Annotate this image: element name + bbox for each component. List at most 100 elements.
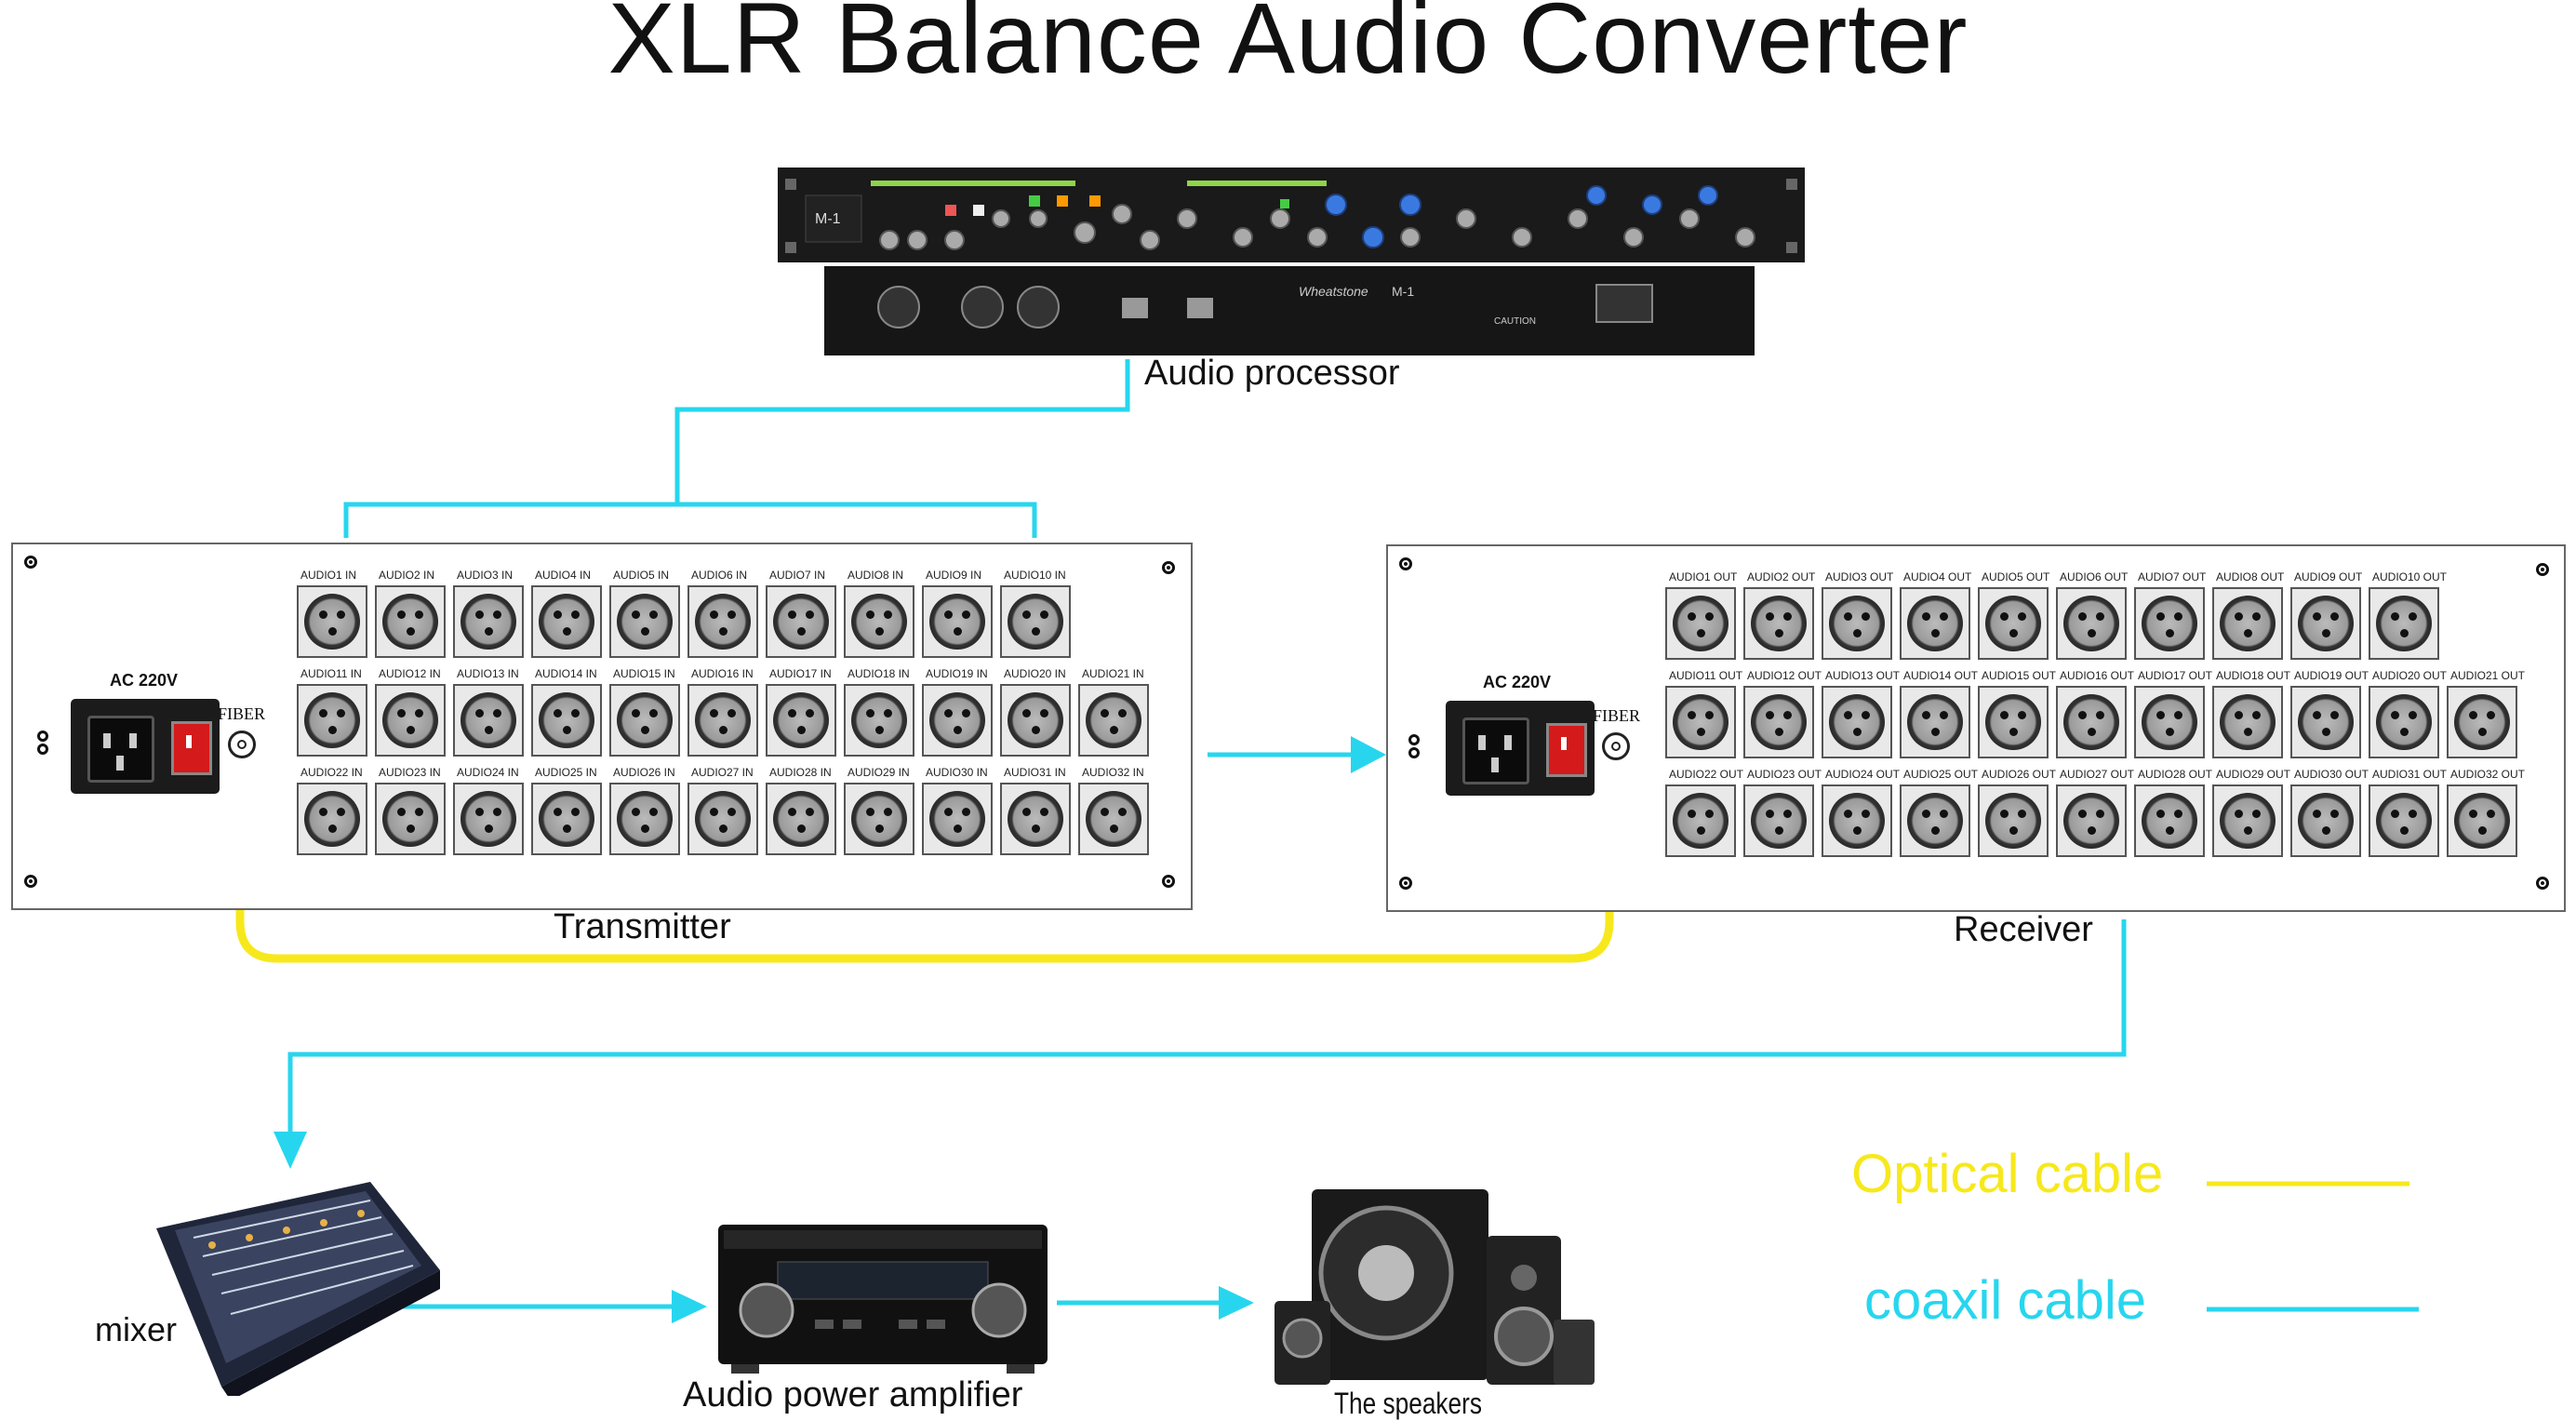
xlr-connector[interactable] [2290,587,2361,660]
audio-processor-label: Audio processor [1144,354,1400,393]
xlr-connector[interactable] [1665,686,1736,758]
xlr-connector[interactable] [2134,587,2205,660]
optical-fiber-wire [235,763,1614,963]
xlr-connector[interactable] [922,684,993,757]
xlr-port-label: AUDIO6 OUT [2060,570,2129,583]
xlr-connector[interactable] [2056,784,2127,857]
xlr-connector[interactable] [1743,686,1814,758]
xlr-connector[interactable] [687,585,758,658]
xlr-socket-icon [2298,793,2354,849]
xlr-connector[interactable] [1078,783,1149,855]
xlr-connector[interactable] [2056,686,2127,758]
xlr-socket-icon [1907,793,1963,849]
xlr-socket-icon [773,791,829,847]
xlr-connector[interactable] [609,783,680,855]
xlr-connector[interactable] [1822,587,1892,660]
xlr-connector[interactable] [297,783,367,855]
xlr-connector[interactable] [922,783,993,855]
xlr-connector[interactable] [2134,686,2205,758]
xlr-connector[interactable] [1743,784,1814,857]
xlr-connector[interactable] [375,684,446,757]
xlr-connector[interactable] [1078,684,1149,757]
xlr-connector[interactable] [297,684,367,757]
power-label: AC 220V [1483,673,1552,691]
fiber-port-icon[interactable] [228,731,256,758]
xlr-socket-icon [2220,793,2276,849]
xlr-connector[interactable] [2369,587,2439,660]
xlr-port-label: AUDIO21 OUT [2450,669,2526,682]
xlr-connector[interactable] [2290,784,2361,857]
xlr-connector[interactable] [1665,784,1736,857]
xlr-connector[interactable] [2369,686,2439,758]
xlr-connector[interactable] [609,684,680,757]
xlr-connector[interactable] [1900,784,1970,857]
xlr-socket-icon [2063,596,2119,651]
xlr-connector[interactable] [766,684,836,757]
xlr-connector[interactable] [1822,686,1892,758]
xlr-connector[interactable] [2212,686,2283,758]
xlr-socket-icon [1751,793,1807,849]
fiber-port-icon[interactable] [1602,732,1630,760]
xlr-connector[interactable] [1665,587,1736,660]
xlr-connector[interactable] [375,783,446,855]
xlr-connector[interactable] [531,783,602,855]
xlr-port-label: AUDIO15 OUT [1982,669,2057,682]
xlr-port-label: AUDIO19 OUT [2294,669,2369,682]
power-inlet [71,699,220,794]
power-socket-icon [1462,717,1529,784]
power-switch[interactable] [171,721,212,775]
xlr-connector[interactable] [844,684,914,757]
xlr-connector[interactable] [375,585,446,658]
xlr-port-label: AUDIO20 IN [1004,667,1066,680]
xlr-connector[interactable] [766,585,836,658]
power-switch[interactable] [1546,723,1587,777]
xlr-connector[interactable] [1978,587,2049,660]
xlr-connector[interactable] [531,684,602,757]
xlr-connector[interactable] [453,684,524,757]
screw-icon [1162,875,1175,888]
xlr-connector[interactable] [2447,784,2517,857]
xlr-connector[interactable] [297,585,367,658]
xlr-port-label: AUDIO25 OUT [1903,768,1979,781]
xlr-connector[interactable] [1000,783,1071,855]
xlr-connector[interactable] [1978,686,2049,758]
xlr-connector[interactable] [609,585,680,658]
xlr-port-label: AUDIO19 IN [926,667,988,680]
xlr-connector[interactable] [2212,587,2283,660]
xlr-connector[interactable] [1900,587,1970,660]
xlr-connector[interactable] [531,585,602,658]
xlr-socket-icon [617,791,673,847]
xlr-connector[interactable] [453,585,524,658]
xlr-port-label: AUDIO29 IN [848,766,910,779]
xlr-connector[interactable] [2369,784,2439,857]
xlr-connector[interactable] [922,585,993,658]
xlr-socket-icon [1008,692,1063,748]
xlr-socket-icon [2454,694,2510,750]
xlr-connector[interactable] [2212,784,2283,857]
xlr-connector[interactable] [453,783,524,855]
xlr-port-label: AUDIO24 OUT [1825,768,1901,781]
xlr-connector[interactable] [844,585,914,658]
xlr-socket-icon [460,692,516,748]
xlr-connector[interactable] [844,783,914,855]
xlr-connector[interactable] [2290,686,2361,758]
xlr-connector[interactable] [2447,686,2517,758]
xlr-socket-icon [695,692,751,748]
xlr-port-label: AUDIO13 OUT [1825,669,1901,682]
receiver-label: Receiver [1954,910,2093,949]
xlr-connector[interactable] [687,783,758,855]
xlr-connector[interactable] [1000,585,1071,658]
xlr-connector[interactable] [2134,784,2205,857]
xlr-connector[interactable] [766,783,836,855]
xlr-connector[interactable] [1978,784,2049,857]
xlr-port-label: AUDIO29 OUT [2216,768,2291,781]
xlr-connector[interactable] [1000,684,1071,757]
diagram-title: XLR Balance Audio Converter [607,0,1969,94]
xlr-socket-icon [1751,596,1807,651]
xlr-connector[interactable] [687,684,758,757]
xlr-connector[interactable] [1900,686,1970,758]
xlr-connector[interactable] [1743,587,1814,660]
xlr-connector[interactable] [2056,587,2127,660]
xlr-socket-icon [1829,793,1885,849]
xlr-connector[interactable] [1822,784,1892,857]
